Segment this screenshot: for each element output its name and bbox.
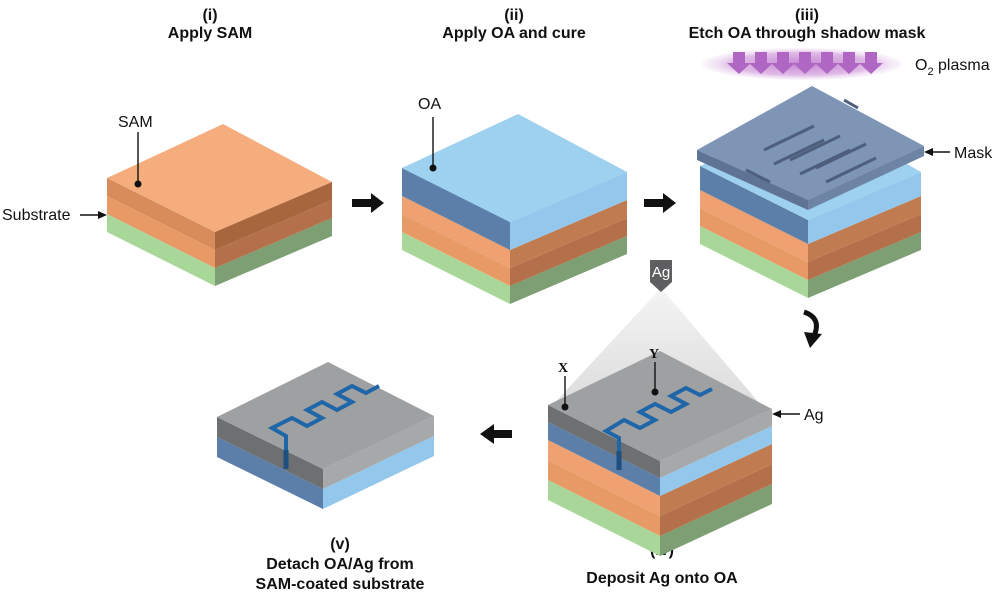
step-iii-label: Etch OA through shadow mask bbox=[689, 25, 926, 42]
ag-front bbox=[548, 405, 660, 478]
mask-slots bbox=[745, 98, 877, 184]
sam-side-2 bbox=[510, 200, 627, 268]
stack-i bbox=[107, 124, 332, 286]
sam-side bbox=[510, 218, 627, 286]
stack-ii bbox=[402, 114, 627, 304]
sam-callout: SAM bbox=[118, 114, 153, 188]
process-arrow-ii-iii bbox=[644, 193, 676, 213]
oa-front bbox=[548, 422, 660, 496]
mask-label: Mask bbox=[954, 145, 993, 162]
ag-side bbox=[323, 416, 434, 489]
mask-front bbox=[697, 150, 808, 210]
ag-trace-pattern bbox=[267, 383, 380, 450]
x-marker-dot bbox=[561, 403, 569, 411]
ag-top bbox=[217, 362, 434, 469]
step-v-label-line2: SAM-coated substrate bbox=[256, 576, 425, 593]
mask-callout: Mask bbox=[924, 145, 993, 162]
sam-side-upper bbox=[215, 182, 332, 250]
stack-iii bbox=[697, 86, 924, 298]
oa-marker-dot bbox=[429, 164, 437, 172]
x-callout: X bbox=[558, 361, 569, 411]
sam-front bbox=[107, 196, 215, 268]
ag-callout: Ag bbox=[772, 407, 824, 424]
oa-side bbox=[808, 172, 921, 244]
sam-side bbox=[215, 200, 332, 268]
ag-arrowhead bbox=[772, 410, 781, 418]
ag-source-label: Ag bbox=[652, 264, 670, 281]
substrate-front bbox=[107, 214, 215, 286]
process-arrow-iv-v bbox=[480, 424, 512, 444]
step-ii-label: Apply OA and cure bbox=[442, 25, 586, 42]
oa-side bbox=[660, 426, 772, 496]
plasma-arrows bbox=[727, 52, 883, 74]
o2-plasma-label: O2 plasma bbox=[915, 57, 990, 78]
sam-label: SAM bbox=[118, 114, 153, 131]
substrate-front bbox=[548, 480, 660, 556]
sam-front-upper bbox=[107, 178, 215, 250]
step-v-label-line1: Detach OA/Ag from bbox=[266, 556, 414, 573]
process-arrow-iii-iv bbox=[803, 309, 822, 348]
step-ii-title: (ii) Apply OA and cure bbox=[442, 7, 586, 42]
stack-iv: Ag bbox=[548, 260, 772, 556]
mask-top bbox=[697, 86, 924, 200]
oa-side bbox=[323, 436, 434, 509]
oa-label: OA bbox=[418, 96, 441, 113]
step-v-numeral: (v) bbox=[330, 536, 350, 553]
step-i-label: Apply SAM bbox=[168, 25, 252, 42]
sam-side-2 bbox=[808, 196, 921, 262]
step-v-title: (v) Detach OA/Ag from SAM-coated substra… bbox=[256, 536, 425, 593]
process-arrow-i-ii bbox=[352, 193, 384, 213]
sam-side bbox=[660, 464, 772, 536]
sam-front-2 bbox=[700, 190, 808, 262]
x-label: X bbox=[558, 361, 568, 376]
ag-trace-pattern bbox=[601, 385, 713, 451]
y-label: Y bbox=[649, 347, 659, 362]
sam-front bbox=[700, 208, 808, 280]
substrate-callout: Substrate bbox=[2, 207, 107, 224]
oa-callout: OA bbox=[418, 96, 441, 172]
oa-top bbox=[402, 114, 627, 222]
y-callout: Y bbox=[649, 347, 659, 396]
step-ii-numeral: (ii) bbox=[504, 7, 524, 24]
sam-front-2 bbox=[402, 196, 510, 268]
sam-marker-dot bbox=[134, 180, 142, 188]
substrate-side bbox=[510, 236, 627, 304]
substrate-side bbox=[660, 484, 772, 556]
substrate-arrowhead bbox=[98, 211, 107, 219]
oa-front bbox=[700, 166, 808, 244]
substrate-front bbox=[700, 226, 808, 298]
y-marker-dot bbox=[651, 388, 659, 396]
sam-side bbox=[808, 214, 921, 280]
ag-side bbox=[660, 409, 772, 478]
mask-arrowhead bbox=[924, 148, 933, 156]
substrate-side bbox=[808, 232, 921, 298]
step-i-title: (i) Apply SAM bbox=[168, 7, 252, 42]
step-iv-label: Deposit Ag onto OA bbox=[586, 570, 738, 587]
sam-front bbox=[402, 214, 510, 286]
ag-front bbox=[217, 417, 323, 489]
oa-front bbox=[402, 168, 510, 250]
step-i-numeral: (i) bbox=[202, 7, 217, 24]
substrate-front bbox=[402, 232, 510, 304]
ag-source: Ag bbox=[650, 260, 672, 292]
ag-label: Ag bbox=[804, 407, 824, 424]
oa-front bbox=[217, 437, 323, 509]
substrate-side bbox=[215, 218, 332, 286]
step-iii-numeral: (iii) bbox=[795, 7, 819, 24]
sam-front bbox=[548, 460, 660, 536]
sam-side-2 bbox=[660, 444, 772, 516]
o2-plasma: O2 plasma bbox=[702, 48, 990, 80]
sam-top bbox=[107, 124, 332, 232]
ag-source-shape bbox=[650, 260, 672, 292]
step-iii-title: (iii) Etch OA through shadow mask bbox=[689, 7, 926, 42]
mask-side bbox=[808, 146, 924, 210]
oa-side bbox=[510, 172, 627, 250]
substrate-label: Substrate bbox=[2, 207, 71, 224]
sam-front-2 bbox=[548, 440, 660, 516]
stack-v bbox=[217, 362, 434, 509]
